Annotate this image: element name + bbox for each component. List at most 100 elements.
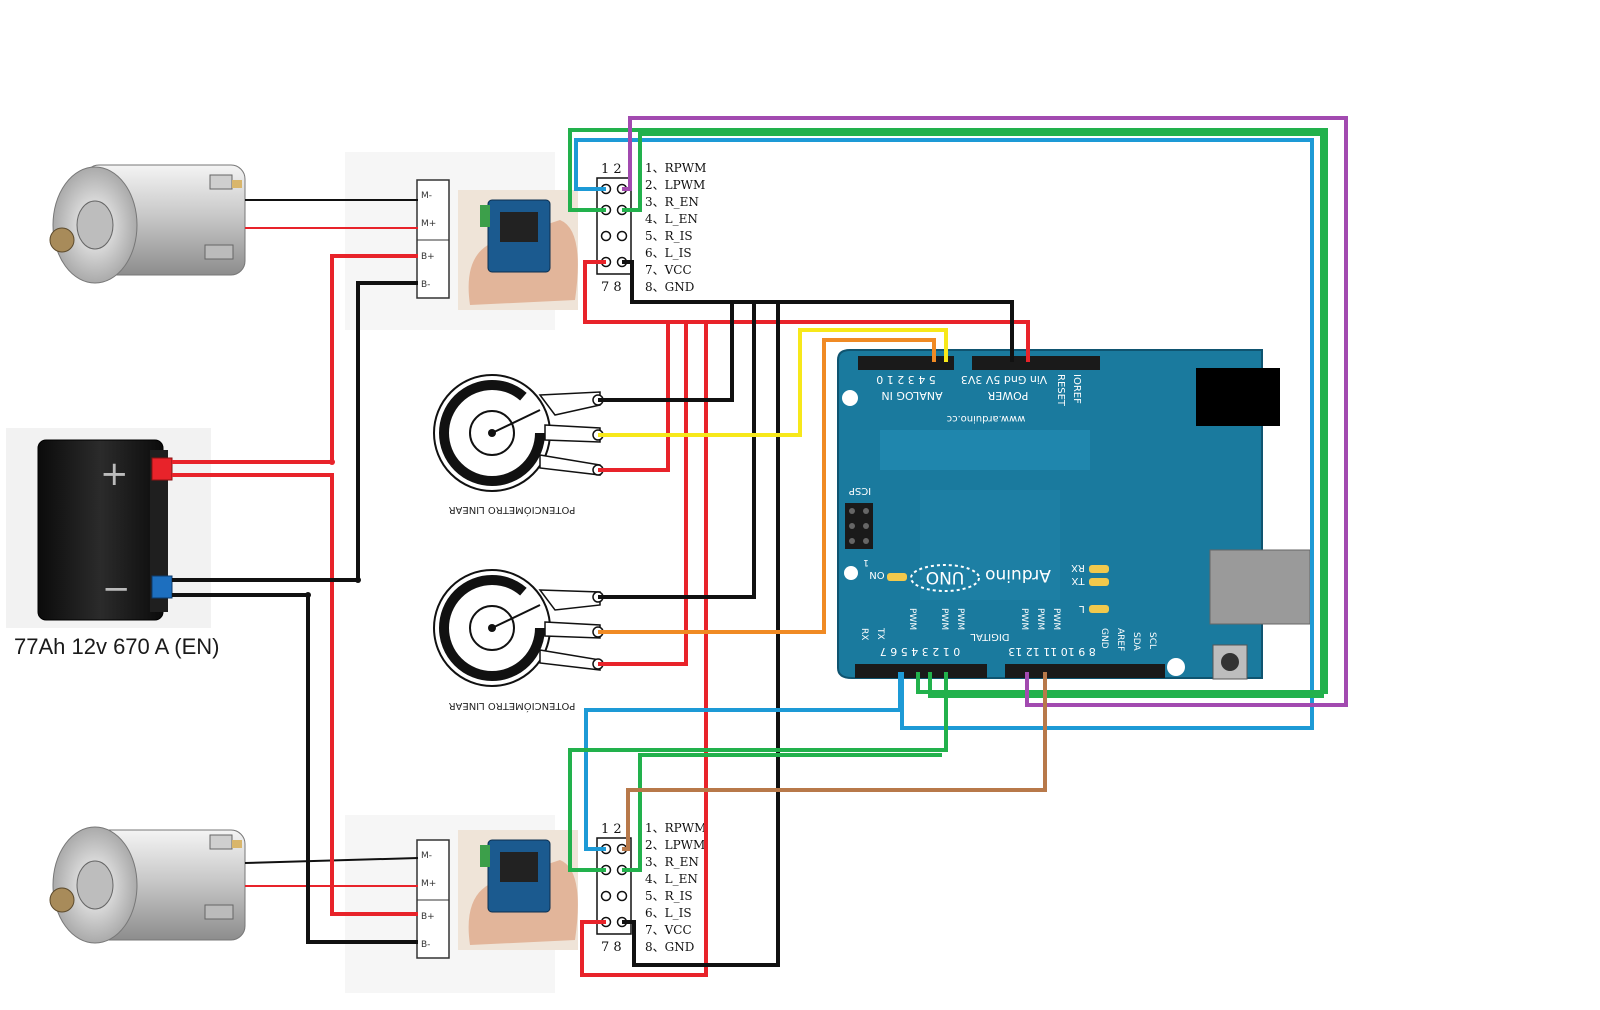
arduino-url: www.arduino.cc [947,413,1026,424]
driver-pin-legend-top: 1、RPWM 2、LPWM 3、R_EN 4、L_EN 5、R_IS 6、L_I… [645,161,706,294]
driver-header-bottom: 1 2 7 8 [596,822,632,955]
pin-legend-top-3: 3、R_EN [645,195,699,209]
arduino-pwm-3: PWM [907,608,917,630]
wire-top-ren-green [568,128,1328,694]
pin-legend-top-5: 5、R_IS [645,229,693,243]
terminal-bottom-sign-2: M+ [421,879,436,889]
battery-label: 77Ah 12v 670 A (EN) [14,634,219,659]
arduino-power-title: POWER [987,389,1028,402]
wire-bottom-lpwm-brown [622,672,1047,851]
pin-legend-top-7: 7、VCC [645,263,692,277]
wire-battery-positive [172,254,418,464]
terminal-bottom-sign-4: B- [421,940,430,950]
arduino-analog-title: ANALOG IN [881,389,942,402]
arduino-tx-pin-label: TX [875,627,885,640]
battery-minus-sign: − [102,569,131,609]
pin-legend-top-1: 1、RPWM [645,161,706,175]
arduino-digital-low-nums: 0 1 2 3 4 5 6 7 [880,645,960,658]
pin-legend-bottom-1: 1、RPWM [645,821,706,835]
terminal-bottom-sign-1: M- [421,851,432,861]
wire-gnd-bottom-driver [622,302,780,967]
wire-gnd-pot2 [598,302,756,599]
arduino-analog-pins: 5 4 3 2 1 0 [876,373,935,386]
arduino-reset-label: RESET [1055,374,1066,407]
wire-junctions [305,459,361,598]
wire-battery-negative-2 [172,593,418,944]
wire-top-len-green [622,132,1324,698]
arduino-l-label: L [1079,603,1085,614]
wire-5v-pot2 [598,322,688,666]
terminal-bottom-sign-3: B+ [421,912,435,922]
terminal-top-sign-1: M- [421,191,432,201]
pin-legend-bottom-4: 4、L_EN [645,872,698,886]
arduino-uno-label: UNO [926,567,965,587]
pin-legend-top-2: 2、LPWM [645,178,705,192]
arduino-icsp-label: ICSP [849,485,871,496]
wire-battery-negative [172,281,418,582]
wire-bottom-en-green [568,672,948,872]
motor-driver-module-bottom [458,830,578,950]
arduino-uno-board [837,349,1311,680]
terminal-top-sign-4: B- [421,280,430,290]
wire-5v-top-driver [583,260,1030,362]
wire-5v-pot1 [598,322,670,472]
arduino-digital-label: DIGITAL [970,631,1010,642]
pin-legend-bottom-5: 5、R_IS [645,889,693,903]
wire-gnd-top-driver [622,260,1014,362]
wire-bottom-rpwm-blue [584,672,902,851]
arduino-ioref-label: IOREF [1071,374,1082,404]
potentiometer-2: POTENCIÓMETRO LINEAR [433,569,604,713]
pin-legend-top-6: 6、L_IS [645,246,692,260]
wire-pot2-wiper-orange [598,338,936,634]
potentiometer-2-label: POTENCIÓMETRO LINEAR [449,700,576,713]
terminal-top-sign-2: M+ [421,219,436,229]
arduino-pwm-9: PWM [1019,608,1029,630]
arduino-sda-label: SDA [1131,632,1141,651]
potentiometer-1: POTENCIÓMETRO LINEAR [433,374,604,517]
arduino-tx-label: TX [1071,575,1085,586]
pin-legend-bottom-2: 2、LPWM [645,838,705,852]
pin-legend-bottom-8: 8、GND [645,940,694,954]
arduino-pwm-5: PWM [939,608,949,630]
arduino-digital-high-nums: 8 9 10 11 12 13 [1008,645,1095,658]
driver-bottom-header-bottom-label: 7 8 [601,940,622,955]
arduino-rx-pin-label: RX [859,628,869,640]
motor-bottom [49,826,246,944]
arduino-labels: 5 4 3 2 1 0 ANALOG IN Vin Gnd 5V 3V3 POW… [849,373,1157,658]
arduino-aref-label: AREF [1115,628,1125,651]
wire-bottom-len-green [622,753,942,872]
arduino-icsp-one: 1 [863,557,869,567]
wire-top-lpwm-purple [622,116,1348,707]
driver-pin-legend-bottom: 1、RPWM 2、LPWM 3、R_EN 4、L_EN 5、R_IS 6、L_I… [645,821,706,954]
arduino-on-label: ON [869,569,884,580]
wire-pot1-wiper-yellow [598,328,948,437]
arduino-pwm-11: PWM [1051,608,1061,630]
wires [172,116,1348,977]
arduino-brand-label: Arduino [985,565,1051,585]
driver-top-header-top-label: 1 2 [601,162,622,177]
motor-driver-module-top [458,190,578,310]
pin-legend-top-8: 8、GND [645,280,694,294]
terminal-block-top: M- M+ B+ B- [345,152,555,330]
motor-top [49,164,246,284]
battery-plus-sign: + [100,454,129,494]
wire-top-rpwm-blue [574,138,1314,730]
pin-legend-top-4: 4、L_EN [645,212,698,226]
arduino-power-pins: Vin Gnd 5V 3V3 [961,373,1047,386]
arduino-pwm-10: PWM [1035,608,1045,630]
wire-gnd-pot1 [598,302,734,402]
pin-legend-bottom-3: 3、R_EN [645,855,699,869]
arduino-rx-label: RX [1071,562,1085,573]
driver-bottom-header-top-label: 1 2 [601,822,622,837]
arduino-gnd-label: GND [1099,628,1109,649]
driver-top-header-bottom-label: 7 8 [601,280,622,295]
potentiometer-1-label: POTENCIÓMETRO LINEAR [449,504,576,517]
driver-header-top: 1 2 7 8 [596,162,632,295]
pin-legend-bottom-7: 7、VCC [645,923,692,937]
battery: + − [6,428,211,628]
pin-legend-bottom-6: 6、L_IS [645,906,692,920]
terminal-top-sign-3: B+ [421,252,435,262]
arduino-scl-label: SCL [1147,632,1157,649]
arduino-pwm-6: PWM [955,608,965,630]
